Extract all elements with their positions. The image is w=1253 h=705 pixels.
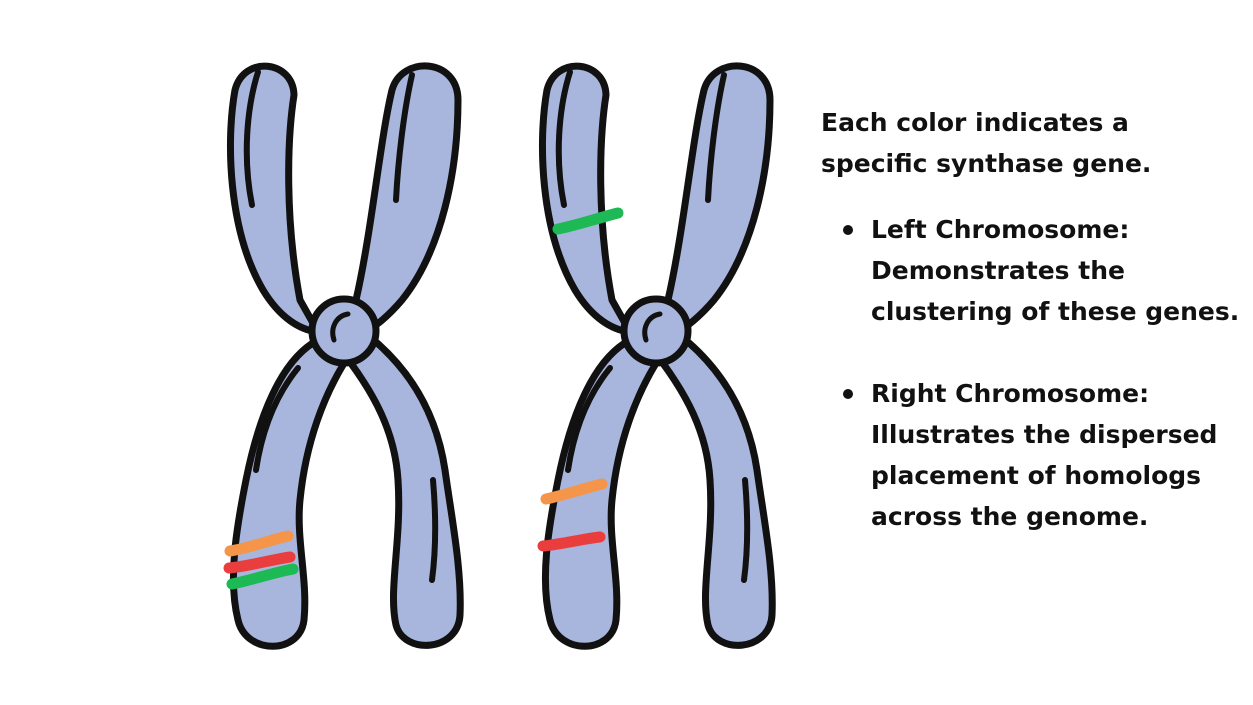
left-chromosome-centromere xyxy=(308,295,380,367)
bullet-line: Right Chromosome: xyxy=(871,379,1150,408)
right-chromosome-highlight xyxy=(555,69,573,208)
left-chromosome-lower-left-arm xyxy=(229,336,347,650)
left-chromosome-highlight xyxy=(253,365,301,473)
left-chromosome-highlight xyxy=(393,72,415,203)
right-centromere-highlight xyxy=(642,311,663,343)
left-gene-band-orange xyxy=(224,530,294,557)
caption-intro-line: specific synthase gene. xyxy=(821,149,1152,178)
bullet-line: across the genome. xyxy=(871,502,1149,531)
right-chromosome-lower-right-arm xyxy=(658,338,776,649)
right-chromosome-highlight xyxy=(741,477,751,583)
left-gene-band-red xyxy=(223,551,296,574)
caption-intro: Each color indicates a specific synthase… xyxy=(821,102,1241,184)
left-chromosome xyxy=(223,62,464,650)
bullet-line: Illustrates the dispersed xyxy=(871,420,1218,449)
bullet-line: Demonstrates the xyxy=(871,256,1125,285)
left-centromere-highlight xyxy=(330,311,351,343)
right-chromosome-highlight xyxy=(705,72,727,203)
right-gene-band-orange xyxy=(540,478,608,505)
left-chromosome-upper-right-arm xyxy=(352,62,462,336)
right-chromosome xyxy=(537,62,776,650)
bullet-right-chromosome: Right Chromosome: Illustrates the disper… xyxy=(821,373,1241,537)
right-chromosome-centromere xyxy=(620,295,692,367)
right-chromosome-upper-left-arm xyxy=(538,62,634,336)
left-chromosome-highlight xyxy=(429,477,439,583)
bullet-left-chromosome: Left Chromosome: Demonstrates the cluste… xyxy=(821,209,1241,332)
right-chromosome-lower-left-arm xyxy=(541,336,659,650)
right-chromosome-highlight xyxy=(565,365,613,473)
bullet-line: Left Chromosome: xyxy=(871,215,1130,244)
left-gene-band-green xyxy=(226,563,299,590)
caption-intro-line: Each color indicates a xyxy=(821,108,1129,137)
left-chromosome-lower-right-arm xyxy=(346,338,464,649)
left-chromosome-upper-left-arm xyxy=(226,62,322,336)
right-gene-band-green xyxy=(552,207,624,235)
right-gene-band-red xyxy=(537,531,606,552)
bullet-line: clustering of these genes. xyxy=(871,297,1240,326)
bullet-line: placement of homologs xyxy=(871,461,1202,490)
right-chromosome-upper-right-arm xyxy=(664,62,774,336)
chromosome-diagram xyxy=(223,62,776,650)
left-chromosome-highlight xyxy=(243,69,261,208)
caption: Each color indicates a specific synthase… xyxy=(821,102,1241,578)
caption-bullet-list: Left Chromosome: Demonstrates the cluste… xyxy=(821,209,1241,537)
